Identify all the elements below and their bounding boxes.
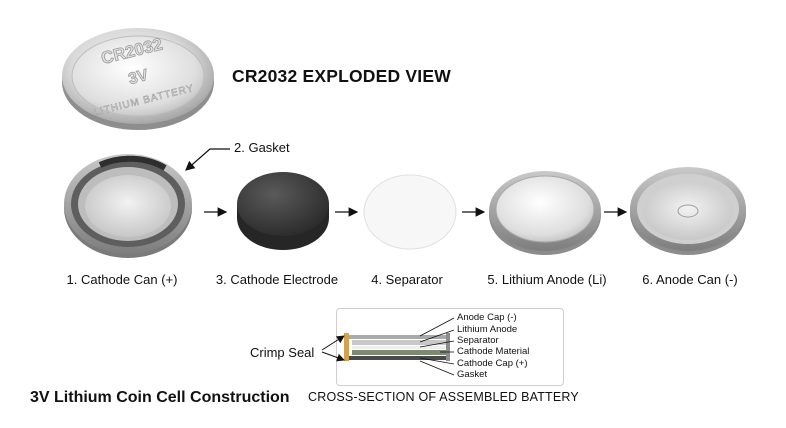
gasket-label: 2. Gasket xyxy=(234,140,290,155)
battery-top-coin: CR2032 3V LITHIUM BATTERY xyxy=(62,28,214,130)
diagram-subtitle: 3V Lithium Coin Cell Construction xyxy=(30,389,290,406)
component-label-lithium-anode: 5. Lithium Anode (Li) xyxy=(487,272,607,287)
cross-section-drawing xyxy=(344,333,450,361)
cross-section-caption: CROSS-SECTION OF ASSEMBLED BATTERY xyxy=(308,390,579,404)
xsec-label-cathode-cap: Cathode Cap (+) xyxy=(457,358,528,369)
component-label-cathode-electrode: 3. Cathode Electrode xyxy=(215,272,339,287)
cathode-electrode-illustration xyxy=(237,172,329,250)
xsec-label-separator: Separator xyxy=(457,335,499,346)
diagram-title: CR2032 EXPLODED VIEW xyxy=(232,66,451,86)
leader-anode-cap xyxy=(419,317,455,337)
battery-voltage-text: 3V xyxy=(127,67,150,88)
separator-illustration xyxy=(363,174,457,250)
lithium-anode-illustration xyxy=(489,171,601,255)
leader-lithium-anode xyxy=(419,329,455,343)
component-label-cathode-can: 1. Cathode Can (+) xyxy=(66,272,178,287)
xsec-label-anode-cap: Anode Cap (-) xyxy=(457,312,517,323)
xsec-label-lithium-anode: Lithium Anode xyxy=(457,324,518,335)
cathode-can-illustration xyxy=(64,154,192,258)
component-label-anode-can: 6. Anode Can (-) xyxy=(642,272,738,287)
crimp-seal-label: Crimp Seal xyxy=(250,345,315,360)
gasket-leader-arrow xyxy=(185,148,230,171)
leader-cathode-cap xyxy=(419,357,455,365)
crimp-arrow-top xyxy=(321,335,345,351)
leader-separator xyxy=(419,340,455,348)
anode-can-illustration xyxy=(630,167,746,255)
crimp-arrow-bottom xyxy=(321,351,345,362)
xsec-label-gasket: Gasket xyxy=(457,369,488,380)
leader-gasket xyxy=(419,360,455,376)
component-label-separator: 4. Separator xyxy=(371,272,443,287)
xsec-label-cathode-material: Cathode Material xyxy=(457,346,530,357)
